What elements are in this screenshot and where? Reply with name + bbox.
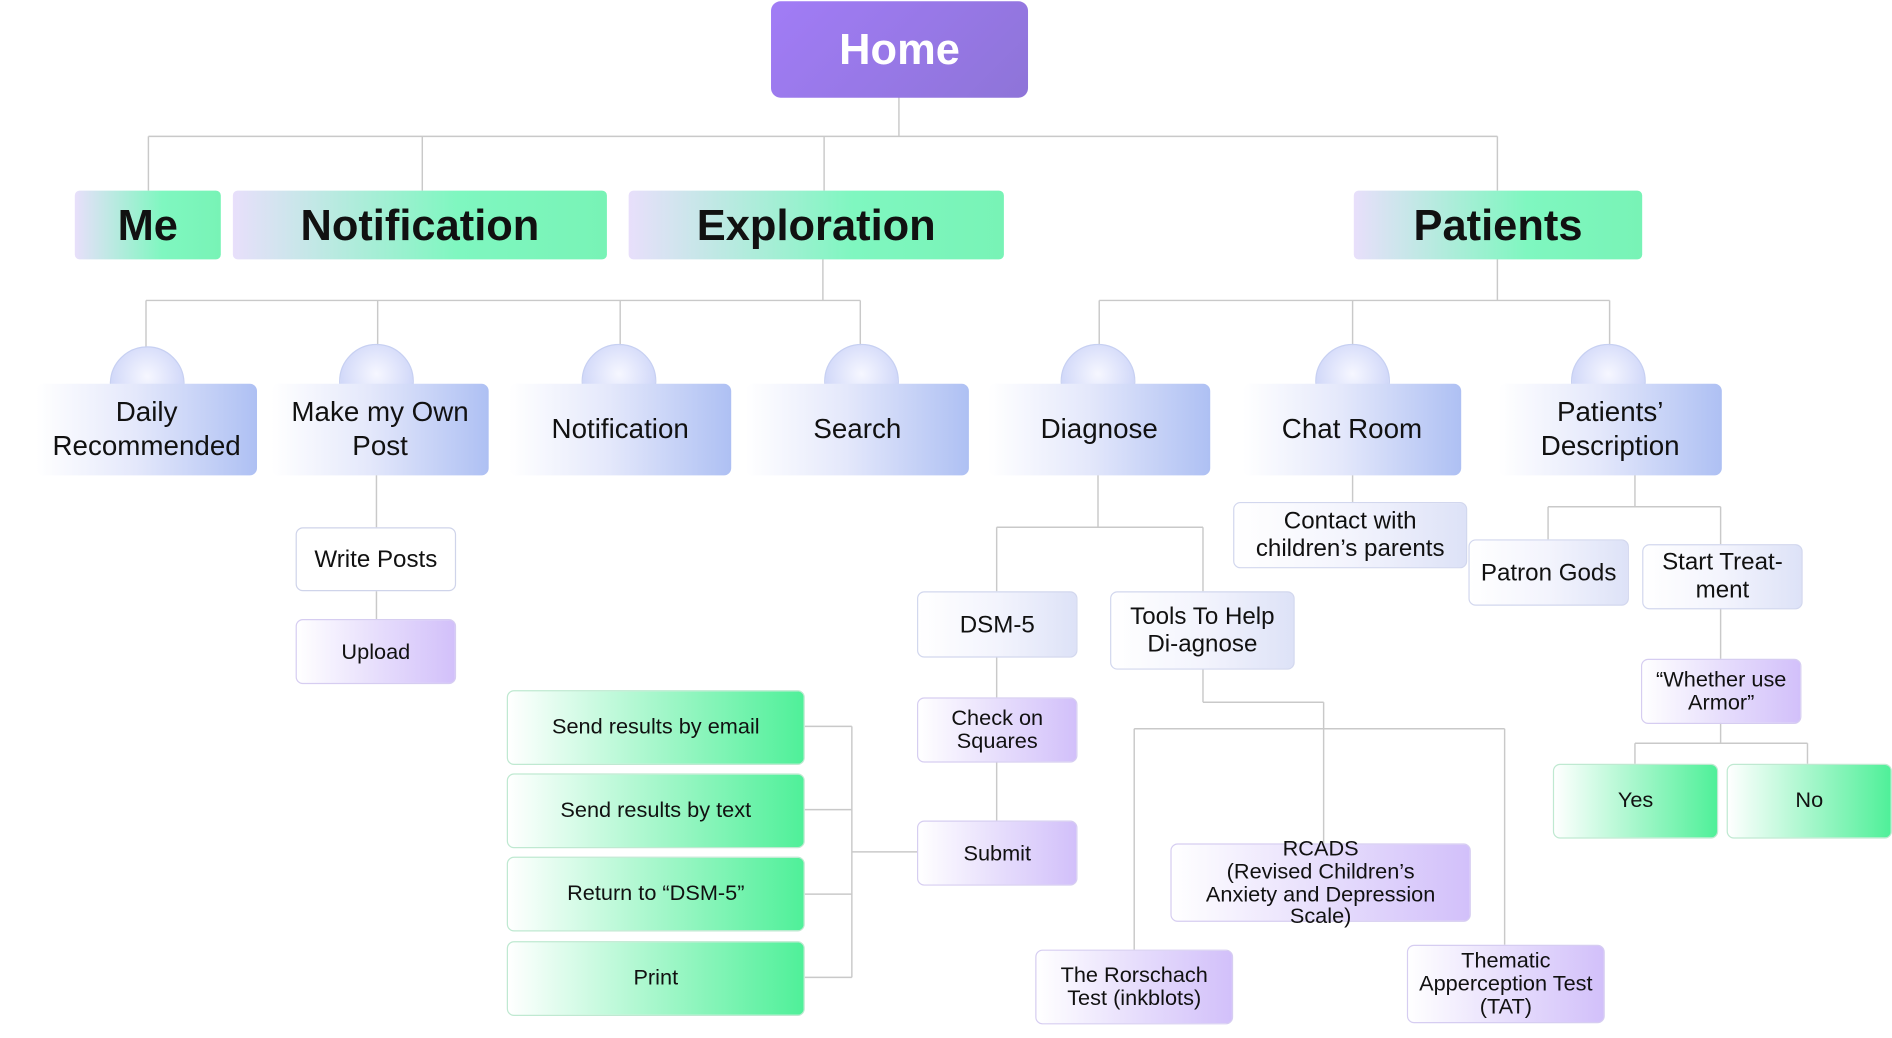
check-on-squares-node[interactable]: Check on Squares — [917, 697, 1078, 763]
rcads-node[interactable]: RCADS (Revised Children’s Anxiety and De… — [1170, 837, 1471, 928]
notification-node[interactable]: Notification — [232, 190, 607, 260]
whether-use-armor-node[interactable]: “Whether use Armor” — [1640, 658, 1802, 724]
rorschach-test-node[interactable]: The Rorschach Test (inkblots) — [1035, 949, 1234, 1025]
yes-node[interactable]: Yes — [1552, 763, 1719, 839]
patients-description-node[interactable]: Patients’ Description — [1498, 383, 1722, 476]
send-results-email-node[interactable]: Send results by email — [506, 690, 805, 765]
submit-node[interactable]: Submit — [917, 820, 1078, 886]
return-to-dsm5-node[interactable]: Return to “DSM-5” — [506, 856, 805, 932]
no-node[interactable]: No — [1726, 763, 1892, 839]
daily-recommended-node[interactable]: Daily Recommended — [36, 383, 258, 476]
rcads-title: RCADS — [1282, 835, 1359, 860]
make-my-own-post-node[interactable]: Make my Own Post — [271, 383, 489, 476]
send-results-text-node[interactable]: Send results by text — [506, 773, 805, 849]
chat-room-node[interactable]: Chat Room — [1242, 383, 1462, 476]
me-node[interactable]: Me — [74, 190, 221, 260]
patron-gods-node[interactable]: Patron Gods — [1468, 539, 1629, 606]
rcads-subtitle: (Revised Children’s Anxiety and Depressi… — [1205, 858, 1436, 929]
search-node[interactable]: Search — [745, 383, 969, 476]
write-posts-node[interactable]: Write Posts — [295, 527, 457, 592]
home-node[interactable]: Home — [771, 1, 1029, 98]
thematic-apperception-test-node[interactable]: Thematic Apperception Test (TAT) — [1406, 944, 1605, 1024]
patients-node[interactable]: Patients — [1353, 190, 1643, 260]
start-treatment-node[interactable]: Start Treat-ment — [1642, 544, 1803, 610]
diagnose-node[interactable]: Diagnose — [988, 383, 1211, 476]
tools-to-help-diagnose-node[interactable]: Tools To Help Di-agnose — [1110, 591, 1295, 670]
exploration-node[interactable]: Exploration — [628, 190, 1004, 260]
exploration-notification-node[interactable]: Notification — [509, 383, 732, 476]
print-node[interactable]: Print — [506, 941, 805, 1016]
dsm5-node[interactable]: DSM-5 — [917, 591, 1078, 658]
upload-node[interactable]: Upload — [295, 618, 457, 685]
contact-parents-node[interactable]: Contact with children’s parents — [1233, 501, 1468, 569]
